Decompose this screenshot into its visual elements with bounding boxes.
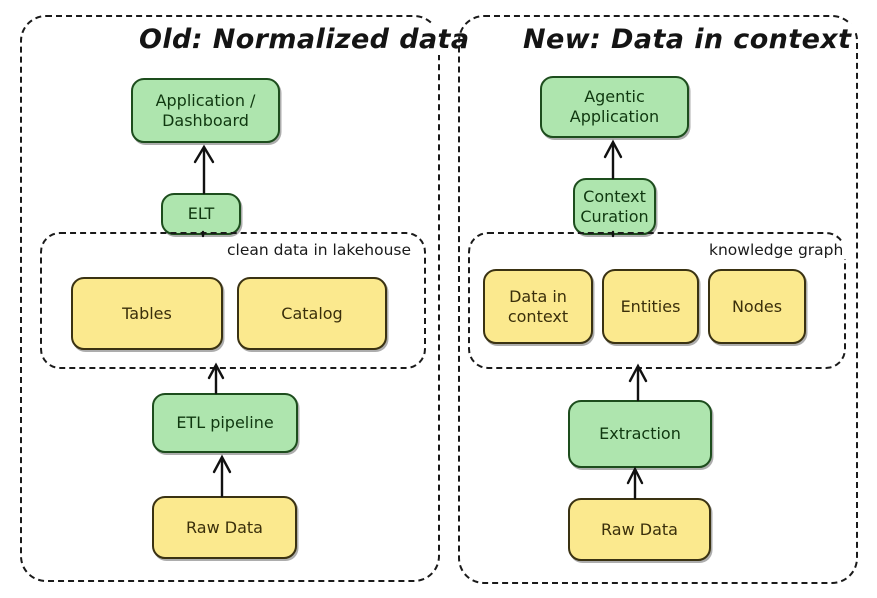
- panel-old-normalized-data: [20, 15, 440, 582]
- node-context-curation[interactable]: Context Curation: [573, 178, 656, 235]
- group-clean-data-in-lakehouse: [40, 232, 426, 369]
- panel-new-data-in-context: [458, 15, 858, 584]
- group-label-clean-data-in-lakehouse: clean data in lakehouse: [224, 241, 415, 259]
- group-label-knowledge-graph: knowledge graph: [706, 241, 847, 259]
- node-raw-data-old[interactable]: Raw Data: [152, 496, 297, 559]
- node-nodes[interactable]: Nodes: [708, 269, 806, 344]
- node-elt[interactable]: ELT: [161, 193, 241, 235]
- node-etl-pipeline[interactable]: ETL pipeline: [152, 393, 298, 453]
- node-entities[interactable]: Entities: [602, 269, 699, 344]
- node-catalog[interactable]: Catalog: [237, 277, 387, 350]
- node-agentic-application[interactable]: Agentic Application: [540, 76, 689, 138]
- node-extraction[interactable]: Extraction: [568, 400, 712, 468]
- group-knowledge-graph: [468, 232, 846, 369]
- node-data-in-context[interactable]: Data in context: [483, 269, 593, 344]
- node-application-dashboard[interactable]: Application / Dashboard: [131, 78, 280, 143]
- panel-old-title: Old: Normalized data: [135, 24, 474, 55]
- panel-new-title: New: Data in context: [519, 24, 856, 55]
- node-raw-data-new[interactable]: Raw Data: [568, 498, 711, 561]
- node-tables[interactable]: Tables: [71, 277, 223, 350]
